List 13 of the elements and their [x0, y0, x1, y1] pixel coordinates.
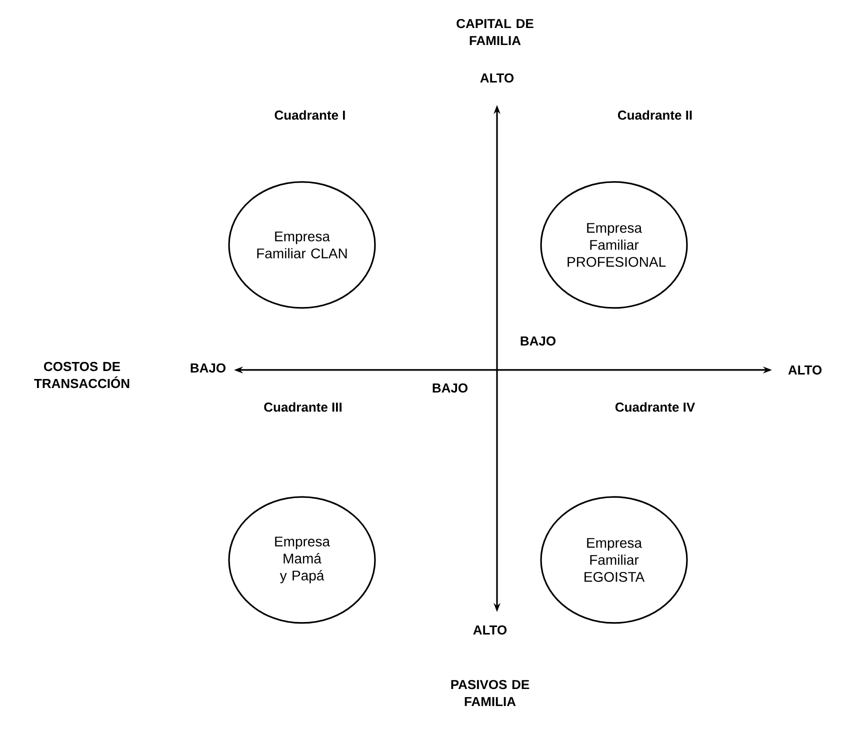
axis-label: ALTO [473, 625, 507, 635]
axis-label: Cuadrante II [618, 110, 692, 120]
axis-label: BAJO [432, 383, 468, 393]
axis-label: CAPITAL DE FAMILIA [456, 18, 534, 46]
axis-label: BAJO [520, 336, 556, 346]
axis-label: Cuadrante III [264, 402, 342, 412]
axis-label: BAJO [190, 363, 226, 373]
axis-label: ALTO [788, 365, 822, 375]
axis-label: COSTOS DE TRANSACCIÓN [34, 362, 130, 388]
axis-label: Cuadrante IV [615, 402, 695, 412]
axis-label: Cuadrante I [274, 110, 345, 120]
axis-label: ALTO [480, 73, 514, 83]
axis-label: PASIVOS DE FAMILIA [451, 680, 530, 706]
